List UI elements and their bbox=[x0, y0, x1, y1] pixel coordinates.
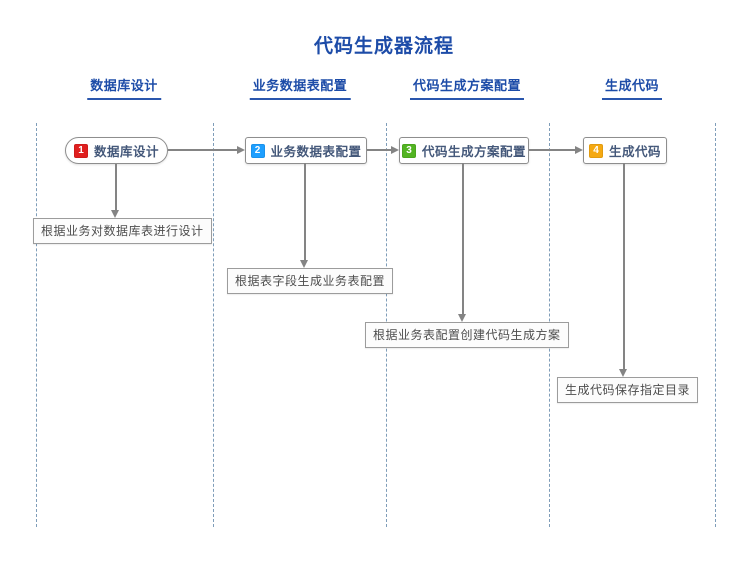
step-1-badge: 1 bbox=[73, 143, 88, 158]
connector-line bbox=[168, 149, 237, 151]
desc-box-generate-code: 生成代码保存指定目录 bbox=[557, 377, 699, 403]
flow-node-generate-code: 4 生成代码 bbox=[583, 137, 667, 164]
flow-node-label: 业务数据表配置 bbox=[270, 145, 362, 159]
flow-node-label: 数据库设计 bbox=[93, 145, 159, 159]
step-3-badge: 3 bbox=[402, 143, 416, 158]
arrow-right-icon bbox=[237, 146, 245, 154]
connector-line bbox=[623, 163, 625, 369]
connector-line bbox=[462, 163, 464, 314]
connector-line bbox=[115, 164, 117, 210]
lane-header-table-config: 业务数据表配置 bbox=[249, 75, 351, 100]
arrow-down-icon bbox=[300, 260, 308, 268]
arrow-down-icon bbox=[458, 314, 466, 322]
arrow-right-icon bbox=[575, 146, 583, 154]
lane-header-generate-code: 生成代码 bbox=[601, 75, 663, 100]
flow-node-database-design: 1 数据库设计 bbox=[65, 137, 168, 164]
flow-node-label: 生成代码 bbox=[609, 145, 662, 159]
flow-node-codegen-plan: 3 代码生成方案配置 bbox=[399, 137, 529, 164]
arrow-right-icon bbox=[391, 146, 399, 154]
arrow-down-icon bbox=[619, 369, 627, 377]
step-2-badge: 2 bbox=[250, 143, 265, 158]
lane-divider bbox=[715, 123, 716, 527]
connector-line bbox=[304, 163, 306, 260]
connector-line bbox=[367, 149, 391, 151]
lane-header-codegen-plan: 代码生成方案配置 bbox=[409, 75, 525, 100]
lane-header-database-design: 数据库设计 bbox=[87, 75, 161, 100]
desc-box-codegen-plan: 根据业务表配置创建代码生成方案 bbox=[365, 322, 569, 348]
desc-box-database-design: 根据业务对数据库表进行设计 bbox=[33, 218, 212, 244]
flow-node-table-config: 2 业务数据表配置 bbox=[245, 137, 367, 164]
arrow-down-icon bbox=[111, 210, 119, 218]
lane-divider bbox=[213, 123, 214, 527]
desc-box-table-config: 根据表字段生成业务表配置 bbox=[227, 268, 394, 294]
connector-line bbox=[529, 149, 575, 151]
diagram-title: 代码生成器流程 bbox=[313, 36, 454, 57]
step-4-badge: 4 bbox=[589, 143, 603, 158]
lane-divider bbox=[36, 123, 37, 527]
flow-node-label: 代码生成方案配置 bbox=[422, 145, 527, 159]
